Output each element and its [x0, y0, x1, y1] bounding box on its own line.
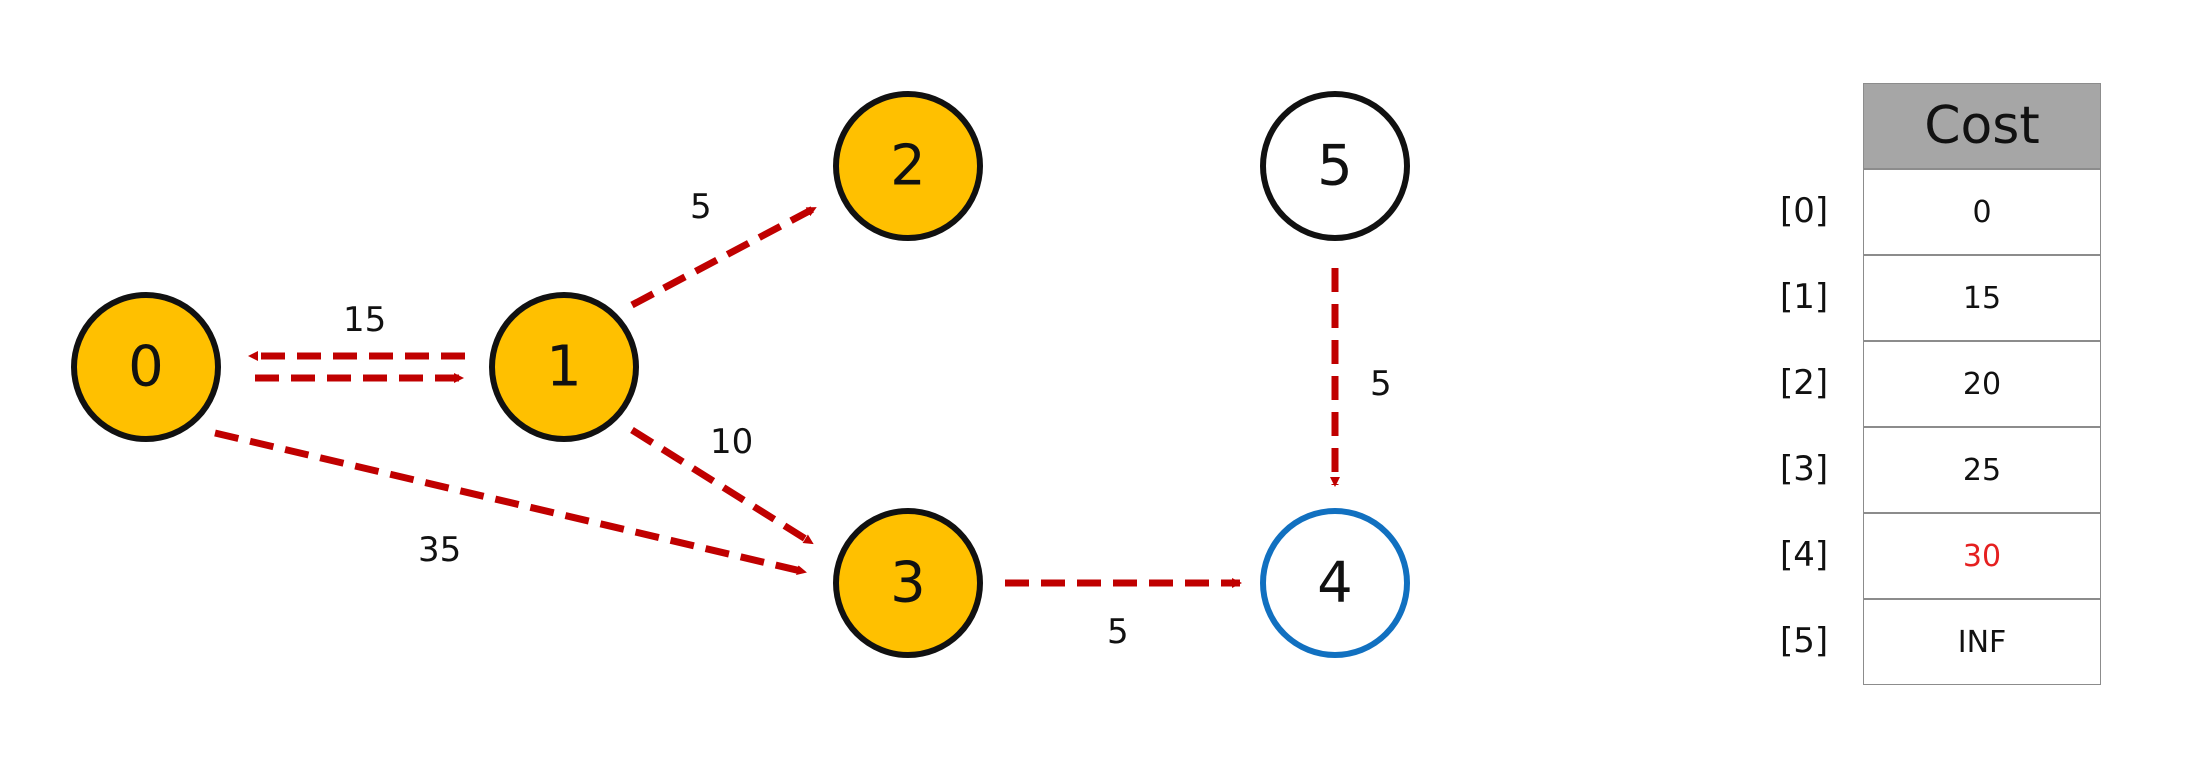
node-2: 2 — [833, 91, 983, 241]
node-4-circle — [1260, 508, 1410, 658]
cost-row-index: [1] — [1780, 277, 1829, 317]
edge-weight-5-4: 5 — [1370, 364, 1392, 404]
node-0-circle — [71, 292, 221, 442]
node-0: 0 — [71, 292, 221, 442]
cost-row-index: [2] — [1780, 363, 1829, 403]
node-2-circle — [833, 91, 983, 241]
edge-1-to-2 — [630, 204, 817, 309]
edge-weight-0-3: 35 — [418, 530, 461, 570]
cost-row-index: [5] — [1780, 621, 1829, 661]
edge-weight-3-4: 5 — [1107, 612, 1129, 652]
cost-row-index: [0] — [1780, 191, 1829, 231]
node-4-label: 4 — [1317, 551, 1353, 616]
node-4: 4 — [1260, 508, 1410, 658]
cost-row-value-highlighted: 30 — [1863, 513, 2101, 599]
node-1-circle — [489, 292, 639, 442]
cost-row-value: 25 — [1863, 427, 2101, 513]
cost-row-index: [3] — [1780, 449, 1829, 489]
edge-weight-1-0: 15 — [343, 300, 386, 340]
node-3-circle — [833, 508, 983, 658]
cost-row-value: 0 — [1863, 169, 2101, 255]
cost-row-index: [4] — [1780, 535, 1829, 575]
cost-row-value: INF — [1863, 599, 2101, 685]
edge-0-to-3 — [214, 429, 807, 576]
node-5-label: 5 — [1317, 134, 1353, 199]
node-1-label: 1 — [546, 335, 582, 400]
graph-diagram: 15 5 10 35 5 5 0 1 2 3 4 5 — [71, 91, 1410, 658]
node-3-label: 3 — [890, 551, 926, 616]
edge-weight-1-3: 10 — [710, 422, 753, 462]
cost-row-value: 20 — [1863, 341, 2101, 427]
node-2-label: 2 — [890, 134, 926, 199]
node-0-label: 0 — [128, 335, 164, 400]
cost-table-header: Cost — [1863, 83, 2101, 169]
node-5: 5 — [1260, 91, 1410, 241]
node-5-circle — [1260, 91, 1410, 241]
edge-weight-1-2: 5 — [690, 187, 712, 227]
node-1: 1 — [489, 292, 639, 442]
cost-row-value: 15 — [1863, 255, 2101, 341]
node-3: 3 — [833, 508, 983, 658]
